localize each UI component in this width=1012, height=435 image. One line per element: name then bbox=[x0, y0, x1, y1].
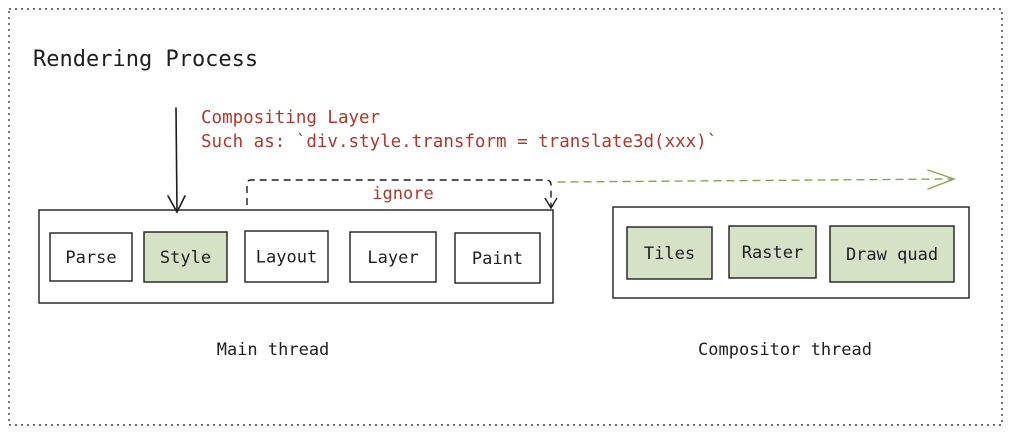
main-stage-label-layout: Layout bbox=[256, 248, 317, 268]
green-dashed-arrow bbox=[557, 169, 957, 190]
main-stage-box-parse bbox=[49, 232, 133, 282]
compositor-stage-box-draw-quad bbox=[829, 225, 955, 283]
main-thread-container bbox=[38, 209, 554, 304]
compositor-stage-label-raster: Raster bbox=[742, 243, 803, 263]
compositor-thread-stages: Tiles Raster Draw quad bbox=[626, 225, 955, 283]
annotation-line-1: Compositing Layer bbox=[201, 108, 380, 128]
compositor-stage-box-tiles bbox=[626, 226, 713, 280]
main-stage-label-parse: Parse bbox=[65, 248, 116, 268]
main-thread-label: Main thread bbox=[217, 340, 330, 360]
main-stage-label-style: Style bbox=[160, 248, 211, 268]
main-thread-stages: Parse Style Layout Layer Paint bbox=[49, 230, 541, 284]
main-stage-box-layer bbox=[349, 231, 437, 283]
main-stage-box-layout bbox=[244, 230, 329, 283]
down-arrow bbox=[167, 107, 186, 214]
outer-frame bbox=[8, 8, 1003, 426]
ignore-bracket bbox=[246, 179, 552, 208]
main-stage-label-paint: Paint bbox=[472, 249, 523, 269]
annotation-line-2: Such as: `div.style.transform = translat… bbox=[201, 132, 717, 152]
compositor-thread-label: Compositor thread bbox=[698, 340, 872, 360]
compositor-stage-box-raster bbox=[728, 225, 817, 279]
main-stage-box-paint bbox=[454, 232, 541, 284]
ignore-label: ignore bbox=[372, 184, 433, 204]
main-stage-box-style bbox=[143, 231, 228, 283]
compositor-thread-container bbox=[612, 206, 970, 299]
compositor-stage-label-draw-quad: Draw quad bbox=[846, 245, 938, 265]
ignore-bracket-arrowhead bbox=[544, 197, 558, 210]
compositor-stage-label-tiles: Tiles bbox=[644, 244, 695, 264]
main-stage-label-layer: Layer bbox=[367, 248, 418, 268]
diagram-title: Rendering Process bbox=[33, 47, 258, 72]
